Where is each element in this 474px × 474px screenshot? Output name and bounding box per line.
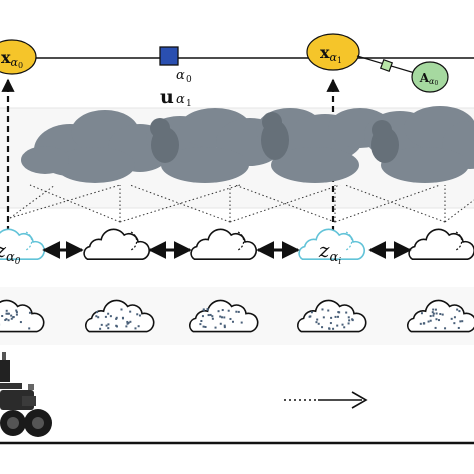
- storm-cloud-icon: [55, 147, 135, 183]
- cloud-outline-icon: [83, 228, 151, 260]
- odometry-label-sub: α: [176, 92, 185, 107]
- node-x0-sub: α: [11, 56, 19, 69]
- odometry-label-base: u: [160, 86, 174, 108]
- svg-text:Aα0: Aα0: [419, 71, 439, 87]
- storm-cloud-row: [21, 106, 474, 183]
- odometry-label-sup: α: [176, 68, 185, 83]
- point-cloud-icon: [189, 299, 259, 333]
- latent-connections: [9, 184, 474, 223]
- odometry-label: u α 0 α 1: [160, 68, 192, 109]
- latent-label-z0: zα0: [0, 238, 21, 267]
- cloud-outline-icon: [408, 228, 474, 260]
- node-x0-base: x: [1, 48, 11, 67]
- node-x1-sub: α: [330, 51, 338, 64]
- attribute-node-a0: Aα0: [411, 61, 449, 93]
- storm-cloud-shade: [262, 112, 282, 132]
- storm-cloud-icon: [381, 147, 469, 183]
- point-cloud-icon: [0, 299, 45, 333]
- svg-text:xα0: xα0: [1, 48, 23, 70]
- pose-node-x1: xα1: [306, 33, 360, 71]
- node-x0-subsub: 0: [18, 61, 23, 70]
- odometry-factor: [159, 46, 179, 66]
- latent-cloud-row: zα0 zαi: [0, 228, 474, 267]
- point-cloud-icon: [297, 299, 367, 333]
- pointcloud-row: [0, 299, 474, 333]
- node-x1-base: x: [320, 43, 330, 62]
- storm-cloud-shade: [372, 120, 392, 140]
- robot-icon: [0, 352, 52, 437]
- pose-node-x0: xα0: [0, 39, 37, 75]
- node-a0-subsub: 0: [434, 80, 438, 87]
- storm-cloud-icon: [161, 147, 249, 183]
- right-arrow-icon: [284, 391, 368, 409]
- node-a0-base: A: [419, 71, 430, 85]
- cloud-outline-icon: [190, 228, 258, 260]
- attribute-factor: [379, 58, 394, 73]
- storm-cloud-icon: [271, 147, 359, 183]
- odometry-label-supsub: 0: [186, 75, 192, 85]
- node-a0-sub: α: [429, 77, 435, 86]
- odometry-label-subsub: 1: [186, 99, 192, 109]
- storm-cloud-shade: [150, 118, 170, 138]
- svg-text:xα1: xα1: [320, 43, 342, 65]
- point-cloud-icon: [85, 299, 155, 333]
- cloud-outline-icon: [298, 228, 366, 260]
- node-x1-subsub: 1: [337, 56, 342, 65]
- storm-cloud-icon: [21, 146, 69, 174]
- latent-label-zi: zαi: [318, 238, 341, 267]
